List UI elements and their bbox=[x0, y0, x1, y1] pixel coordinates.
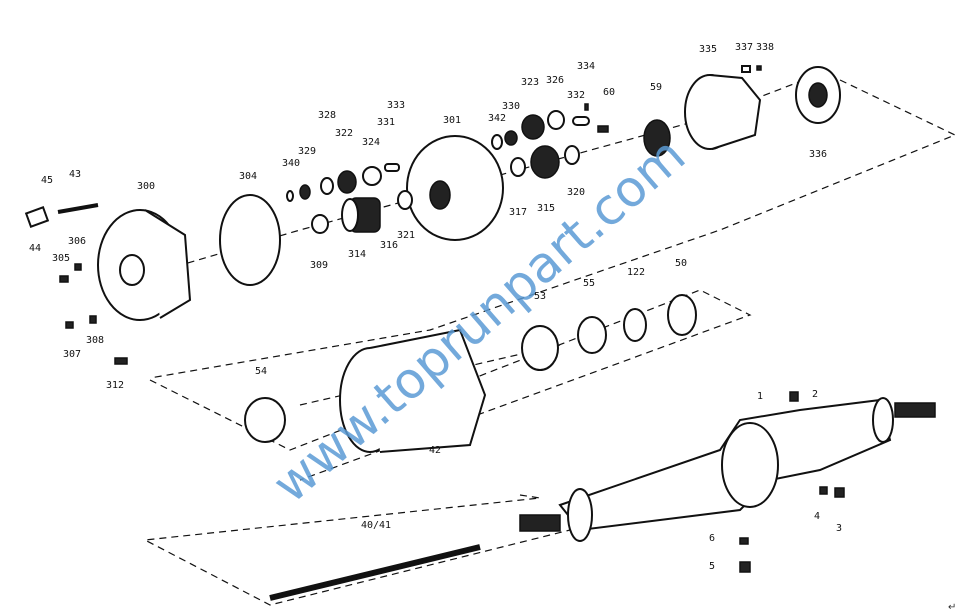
label-315: 315 bbox=[537, 203, 555, 214]
label-300: 300 bbox=[137, 181, 155, 192]
small-gears-and-rings bbox=[286, 103, 609, 234]
label-336: 336 bbox=[809, 149, 827, 160]
label-301: 301 bbox=[443, 115, 461, 126]
label-324: 324 bbox=[362, 137, 380, 148]
label-50: 50 bbox=[675, 258, 687, 269]
label-44: 44 bbox=[29, 243, 41, 254]
label-338: 338 bbox=[756, 42, 774, 53]
label-55: 55 bbox=[583, 278, 595, 289]
label-320: 320 bbox=[567, 187, 585, 198]
part-42-drum bbox=[339, 328, 487, 453]
label-309: 309 bbox=[310, 260, 328, 271]
label-331: 331 bbox=[377, 117, 395, 128]
label-322: 322 bbox=[335, 128, 353, 139]
label-304: 304 bbox=[239, 171, 257, 182]
label-340: 340 bbox=[282, 158, 300, 169]
part-59-bearing bbox=[643, 119, 671, 157]
label-323: 323 bbox=[521, 77, 539, 88]
part-304-gasket bbox=[219, 194, 281, 286]
label-305: 305 bbox=[52, 253, 70, 264]
label-53: 53 bbox=[534, 291, 546, 302]
part-301-carrier bbox=[406, 135, 504, 241]
part-122-snap-ring bbox=[623, 308, 647, 342]
part-1-axle-housing bbox=[519, 397, 936, 542]
part-314-sun-gear bbox=[341, 197, 381, 233]
return-mark: ↵ bbox=[948, 602, 956, 613]
part-43-stud bbox=[57, 203, 99, 214]
label-314: 314 bbox=[348, 249, 366, 260]
label-60: 60 bbox=[603, 87, 615, 98]
label-59: 59 bbox=[650, 82, 662, 93]
part-50-ring bbox=[667, 294, 697, 336]
label-335: 335 bbox=[699, 44, 717, 55]
small-plugs bbox=[59, 263, 845, 573]
label-307: 307 bbox=[63, 349, 81, 360]
label-2: 2 bbox=[812, 389, 818, 400]
label-333: 333 bbox=[387, 100, 405, 111]
label-40-41: 40/41 bbox=[361, 520, 391, 531]
label-316: 316 bbox=[380, 240, 398, 251]
label-43: 43 bbox=[69, 169, 81, 180]
label-5: 5 bbox=[709, 561, 715, 572]
label-334: 334 bbox=[577, 61, 595, 72]
label-312: 312 bbox=[106, 380, 124, 391]
label-4: 4 bbox=[814, 511, 820, 522]
part-335-ring-gear bbox=[684, 74, 762, 150]
label-308: 308 bbox=[86, 335, 104, 346]
label-54: 54 bbox=[255, 366, 267, 377]
label-328: 328 bbox=[318, 110, 336, 121]
label-321: 321 bbox=[397, 230, 415, 241]
label-329: 329 bbox=[298, 146, 316, 157]
label-330: 330 bbox=[502, 101, 520, 112]
label-326: 326 bbox=[546, 75, 564, 86]
label-42: 42 bbox=[429, 445, 441, 456]
part-labels: 45 43 44 300 306 305 307 308 312 304 340… bbox=[29, 42, 842, 572]
label-122: 122 bbox=[627, 267, 645, 278]
label-306: 306 bbox=[68, 236, 86, 247]
part-300-housing-cover bbox=[97, 209, 192, 321]
label-337: 337 bbox=[735, 42, 753, 53]
part-337-338 bbox=[741, 65, 762, 73]
label-317: 317 bbox=[509, 207, 527, 218]
part-44-plate bbox=[24, 206, 50, 228]
label-1: 1 bbox=[757, 391, 763, 402]
label-342: 342 bbox=[488, 113, 506, 124]
part-54-bearing bbox=[244, 397, 286, 443]
part-336-hub bbox=[795, 66, 841, 124]
label-6: 6 bbox=[709, 533, 715, 544]
label-332: 332 bbox=[567, 90, 585, 101]
label-45: 45 bbox=[41, 175, 53, 186]
label-3: 3 bbox=[836, 523, 842, 534]
part-55-seal bbox=[577, 316, 607, 354]
part-40-41-shaft bbox=[269, 544, 481, 601]
part-53-bearing bbox=[521, 325, 559, 371]
